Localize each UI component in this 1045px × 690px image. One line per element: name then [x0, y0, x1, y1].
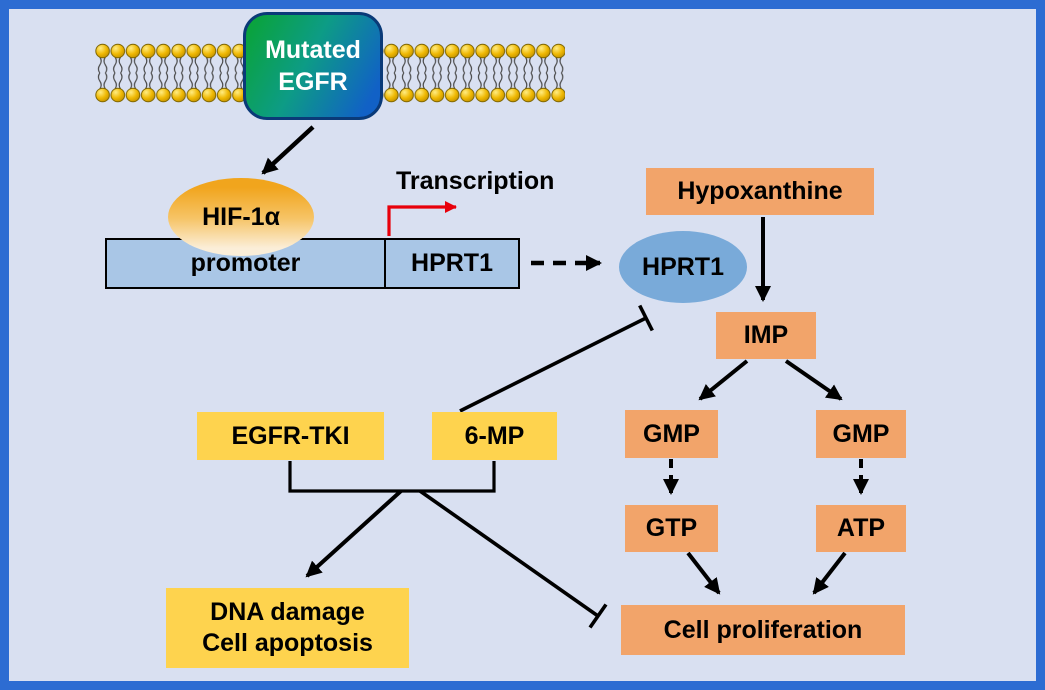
inhibit-line-to-proliferation: [418, 489, 600, 618]
cell-proliferation-node: Cell proliferation: [621, 605, 905, 655]
imp-node: IMP: [716, 312, 816, 359]
transcription-arrow: [387, 201, 457, 236]
inhibit-bar-hprt1: [638, 304, 654, 332]
bracket-tki-6mp: [288, 461, 496, 493]
mutated-egfr-node: Mutated EGFR: [243, 12, 383, 120]
hypoxanthine-node: Hypoxanthine: [646, 168, 874, 215]
six-mp-node: 6-MP: [432, 412, 557, 460]
hprt1-gene-box: HPRT1: [384, 238, 520, 289]
dna-damage-line2: Cell apoptosis: [202, 629, 373, 657]
transcription-label: Transcription: [396, 167, 555, 195]
gtp-node: GTP: [625, 505, 718, 552]
arrow-atp-to-proliferation: [812, 551, 847, 595]
arrow-imp-to-gmp-right: [784, 359, 843, 401]
egfr-tki-node: EGFR-TKI: [197, 412, 384, 460]
arrow-gtp-to-proliferation: [686, 551, 721, 595]
promoter-box: promoter: [105, 238, 386, 289]
gmp-right-node: GMP: [816, 410, 906, 458]
dna-damage-line1: DNA damage: [210, 597, 365, 626]
mutated-egfr-line2: EGFR: [278, 68, 348, 96]
dna-damage-node: DNA damage Cell apoptosis: [166, 588, 409, 668]
arrow-to-dna-damage: [305, 489, 403, 578]
arrow-imp-to-gmp-left: [698, 359, 749, 401]
arrow-egfr-to-hif1a: [261, 125, 315, 175]
inhibit-bar-proliferation: [588, 603, 608, 629]
mutated-egfr-line1: Mutated: [265, 35, 361, 64]
hif1a-node: HIF-1α: [168, 178, 314, 256]
hprt1-enzyme-node: HPRT1: [619, 231, 747, 303]
gmp-left-node: GMP: [625, 410, 718, 458]
inhibit-line-6mp-to-hprt1: [459, 316, 647, 413]
atp-node: ATP: [816, 505, 906, 552]
